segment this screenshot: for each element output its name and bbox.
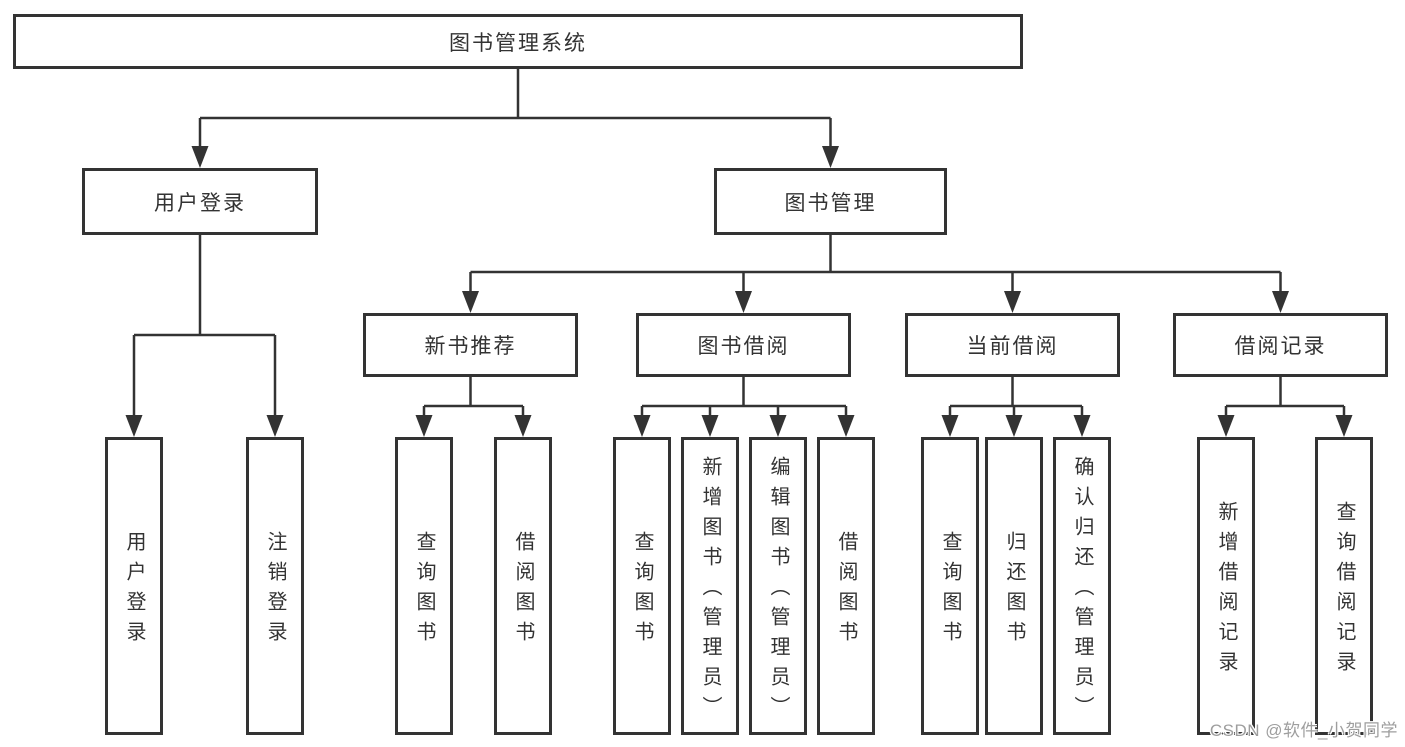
arrowhead: [837, 415, 855, 437]
leaf-label: 注销登录: [264, 531, 286, 651]
connector-borrow-group: [640, 377, 848, 416]
node-label: 当前借阅: [966, 335, 1059, 358]
arrowhead: [769, 415, 787, 437]
node-library-system: 图书管理系统: [13, 14, 1023, 69]
node-label: 图书管理系统: [449, 31, 587, 55]
arrowhead: [191, 146, 209, 168]
node-borrowing-records: 借阅记录: [1173, 313, 1388, 377]
arrowhead: [701, 415, 719, 437]
node-book-borrowing: 图书借阅: [636, 313, 851, 377]
node-user-login: 用户登录: [82, 168, 318, 235]
leaf-label: 借阅图书: [512, 531, 534, 651]
arrowhead: [1004, 291, 1021, 313]
leaf-borrow-books: 借阅图书: [817, 437, 875, 735]
arrowhead: [415, 415, 433, 437]
leaf-query-books-recommend: 查询图书: [395, 437, 453, 735]
arrowhead: [125, 415, 143, 437]
node-label: 图书管理: [784, 191, 877, 215]
node-label: 图书借阅: [697, 335, 790, 358]
leaf-label: 编辑图书（管理员）: [767, 456, 789, 726]
arrowhead: [1335, 415, 1353, 437]
arrowhead: [266, 415, 284, 437]
csdn-watermark: CSDN @软件_小贺同学: [1209, 721, 1398, 740]
connector-bookmgmt-to-level3: [469, 235, 1282, 292]
leaf-edit-books-admin: 编辑图书（管理员）: [749, 437, 807, 735]
connector-root-to-level2: [198, 69, 832, 147]
leaf-label: 查询图书: [413, 531, 435, 651]
leaf-label: 查询图书: [939, 531, 961, 651]
leaf-label: 查询图书: [631, 531, 653, 651]
arrowhead: [941, 415, 959, 437]
arrowhead: [1272, 291, 1289, 313]
connector-records-group: [1224, 377, 1346, 416]
connector-newrec-group: [422, 377, 525, 416]
node-label: 借阅记录: [1234, 335, 1327, 358]
leaf-label: 借阅图书: [835, 531, 857, 651]
node-book-management: 图书管理: [714, 168, 947, 235]
leaf-label: 归还图书: [1003, 531, 1025, 651]
node-label: 新书推荐: [424, 335, 517, 358]
arrowhead: [1073, 415, 1091, 437]
leaf-borrow-books-recommend: 借阅图书: [494, 437, 552, 735]
leaf-label: 用户登录: [123, 531, 145, 651]
arrowhead: [822, 146, 839, 168]
leaf-query-books-current: 查询图书: [921, 437, 979, 735]
arrowhead: [1005, 415, 1023, 437]
arrowhead: [1217, 415, 1235, 437]
arrowhead: [514, 415, 532, 437]
arrowhead: [633, 415, 651, 437]
arrowhead: [735, 291, 752, 313]
leaf-label: 确认归还（管理员）: [1071, 456, 1093, 726]
leaf-label: 查询借阅记录: [1333, 501, 1355, 681]
leaf-query-borrow-record: 查询借阅记录: [1315, 437, 1373, 735]
leaf-logout: 注销登录: [246, 437, 304, 735]
leaf-add-borrow-record: 新增借阅记录: [1197, 437, 1255, 735]
leaf-label: 新增图书（管理员）: [699, 456, 721, 726]
node-label: 用户登录: [154, 191, 246, 215]
node-new-book-recommend: 新书推荐: [363, 313, 578, 377]
leaf-confirm-return-admin: 确认归还（管理员）: [1053, 437, 1111, 735]
node-current-borrowing: 当前借阅: [905, 313, 1120, 377]
leaf-user-login: 用户登录: [105, 437, 163, 735]
leaf-query-books-borrow: 查询图书: [613, 437, 671, 735]
connector-current-group: [948, 377, 1084, 416]
connector-userlogin-group: [132, 235, 277, 416]
leaf-return-books: 归还图书: [985, 437, 1043, 735]
leaf-label: 新增借阅记录: [1215, 501, 1237, 681]
leaf-add-books-admin: 新增图书（管理员）: [681, 437, 739, 735]
arrowhead: [462, 291, 479, 313]
